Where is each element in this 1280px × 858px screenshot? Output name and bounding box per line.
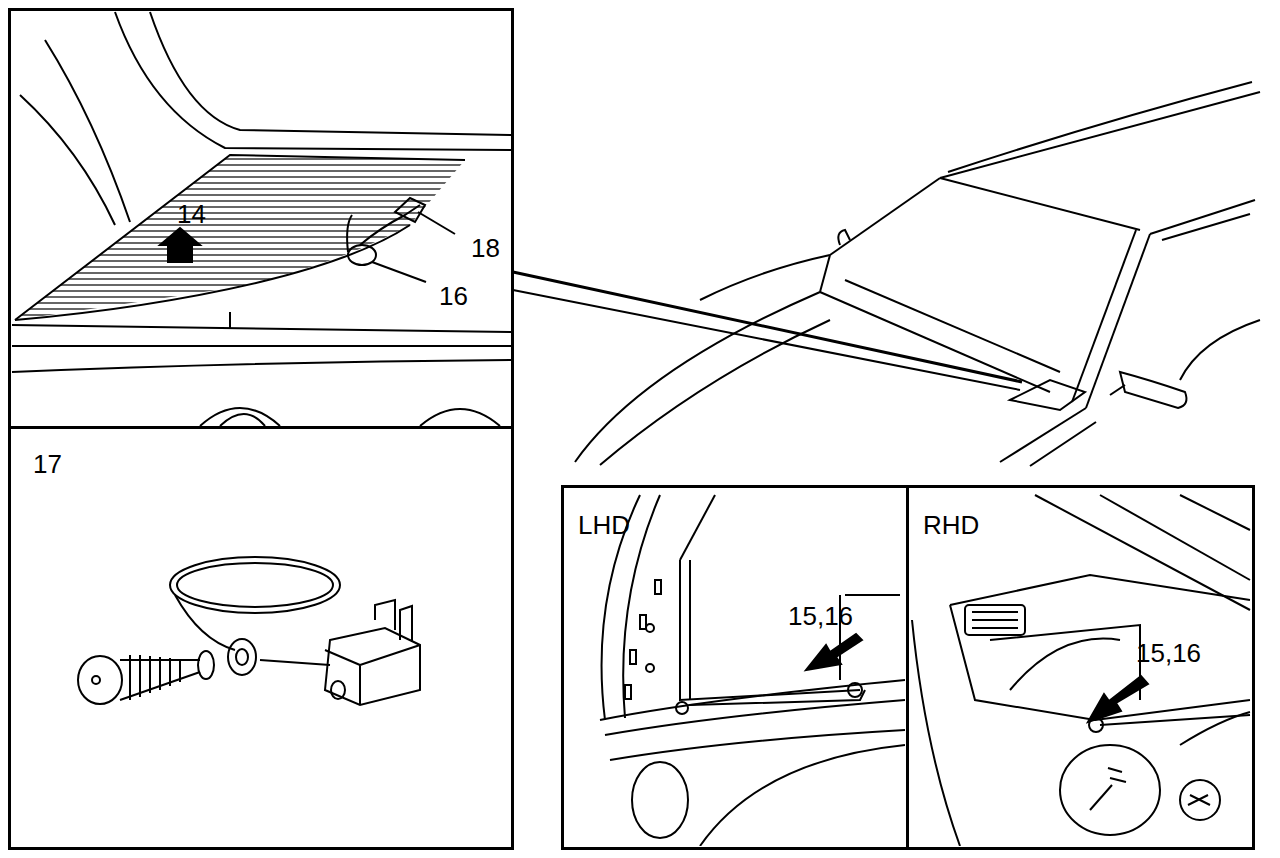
leader-line bbox=[372, 262, 426, 282]
callout-number: 18 bbox=[471, 235, 500, 261]
callout-number: 17 bbox=[33, 451, 62, 477]
callout-number: 14 bbox=[177, 201, 206, 227]
callout-number: 15,16 bbox=[788, 603, 853, 629]
lhd-panel: LHD 15,16 bbox=[561, 485, 909, 850]
detail-link bbox=[513, 272, 1022, 382]
rhd-view bbox=[912, 495, 1250, 846]
detail-panel: 14 1816 bbox=[8, 8, 514, 429]
detail-link bbox=[513, 290, 1020, 390]
cowl-detail bbox=[12, 12, 511, 426]
callout-number: 16 bbox=[439, 283, 468, 309]
part-panel: 17 bbox=[8, 426, 514, 850]
pointer-arrow bbox=[1088, 676, 1148, 722]
panel-label: RHD bbox=[923, 512, 979, 538]
car-outline bbox=[575, 82, 1260, 466]
rhd-panel: RHD 15,16 bbox=[906, 485, 1255, 850]
callout-number: 15,16 bbox=[1136, 640, 1201, 666]
pointer-arrow bbox=[806, 634, 862, 670]
panel-label: LHD bbox=[578, 512, 630, 538]
lhd-view bbox=[600, 495, 905, 846]
pointer-arrow bbox=[160, 228, 200, 262]
cable-part bbox=[78, 557, 420, 705]
leader-line bbox=[418, 212, 455, 234]
